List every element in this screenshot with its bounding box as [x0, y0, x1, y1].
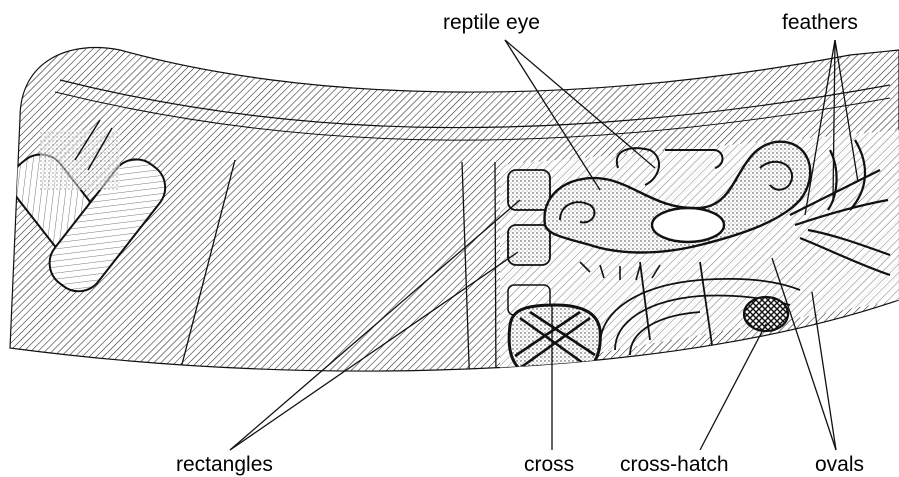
label-cross-hatch: cross-hatch: [620, 454, 729, 475]
cross-glyph: [509, 305, 600, 378]
reptile-eye-shape: [652, 208, 724, 242]
label-ovals: ovals: [815, 454, 864, 475]
label-reptile-eye: reptile eye: [443, 12, 540, 33]
label-feathers: feathers: [782, 12, 858, 33]
cross-hatch-oval: [744, 297, 788, 331]
rectangles-glyph: [508, 170, 550, 315]
label-cross: cross: [524, 454, 574, 475]
label-rectangles: rectangles: [176, 454, 273, 475]
